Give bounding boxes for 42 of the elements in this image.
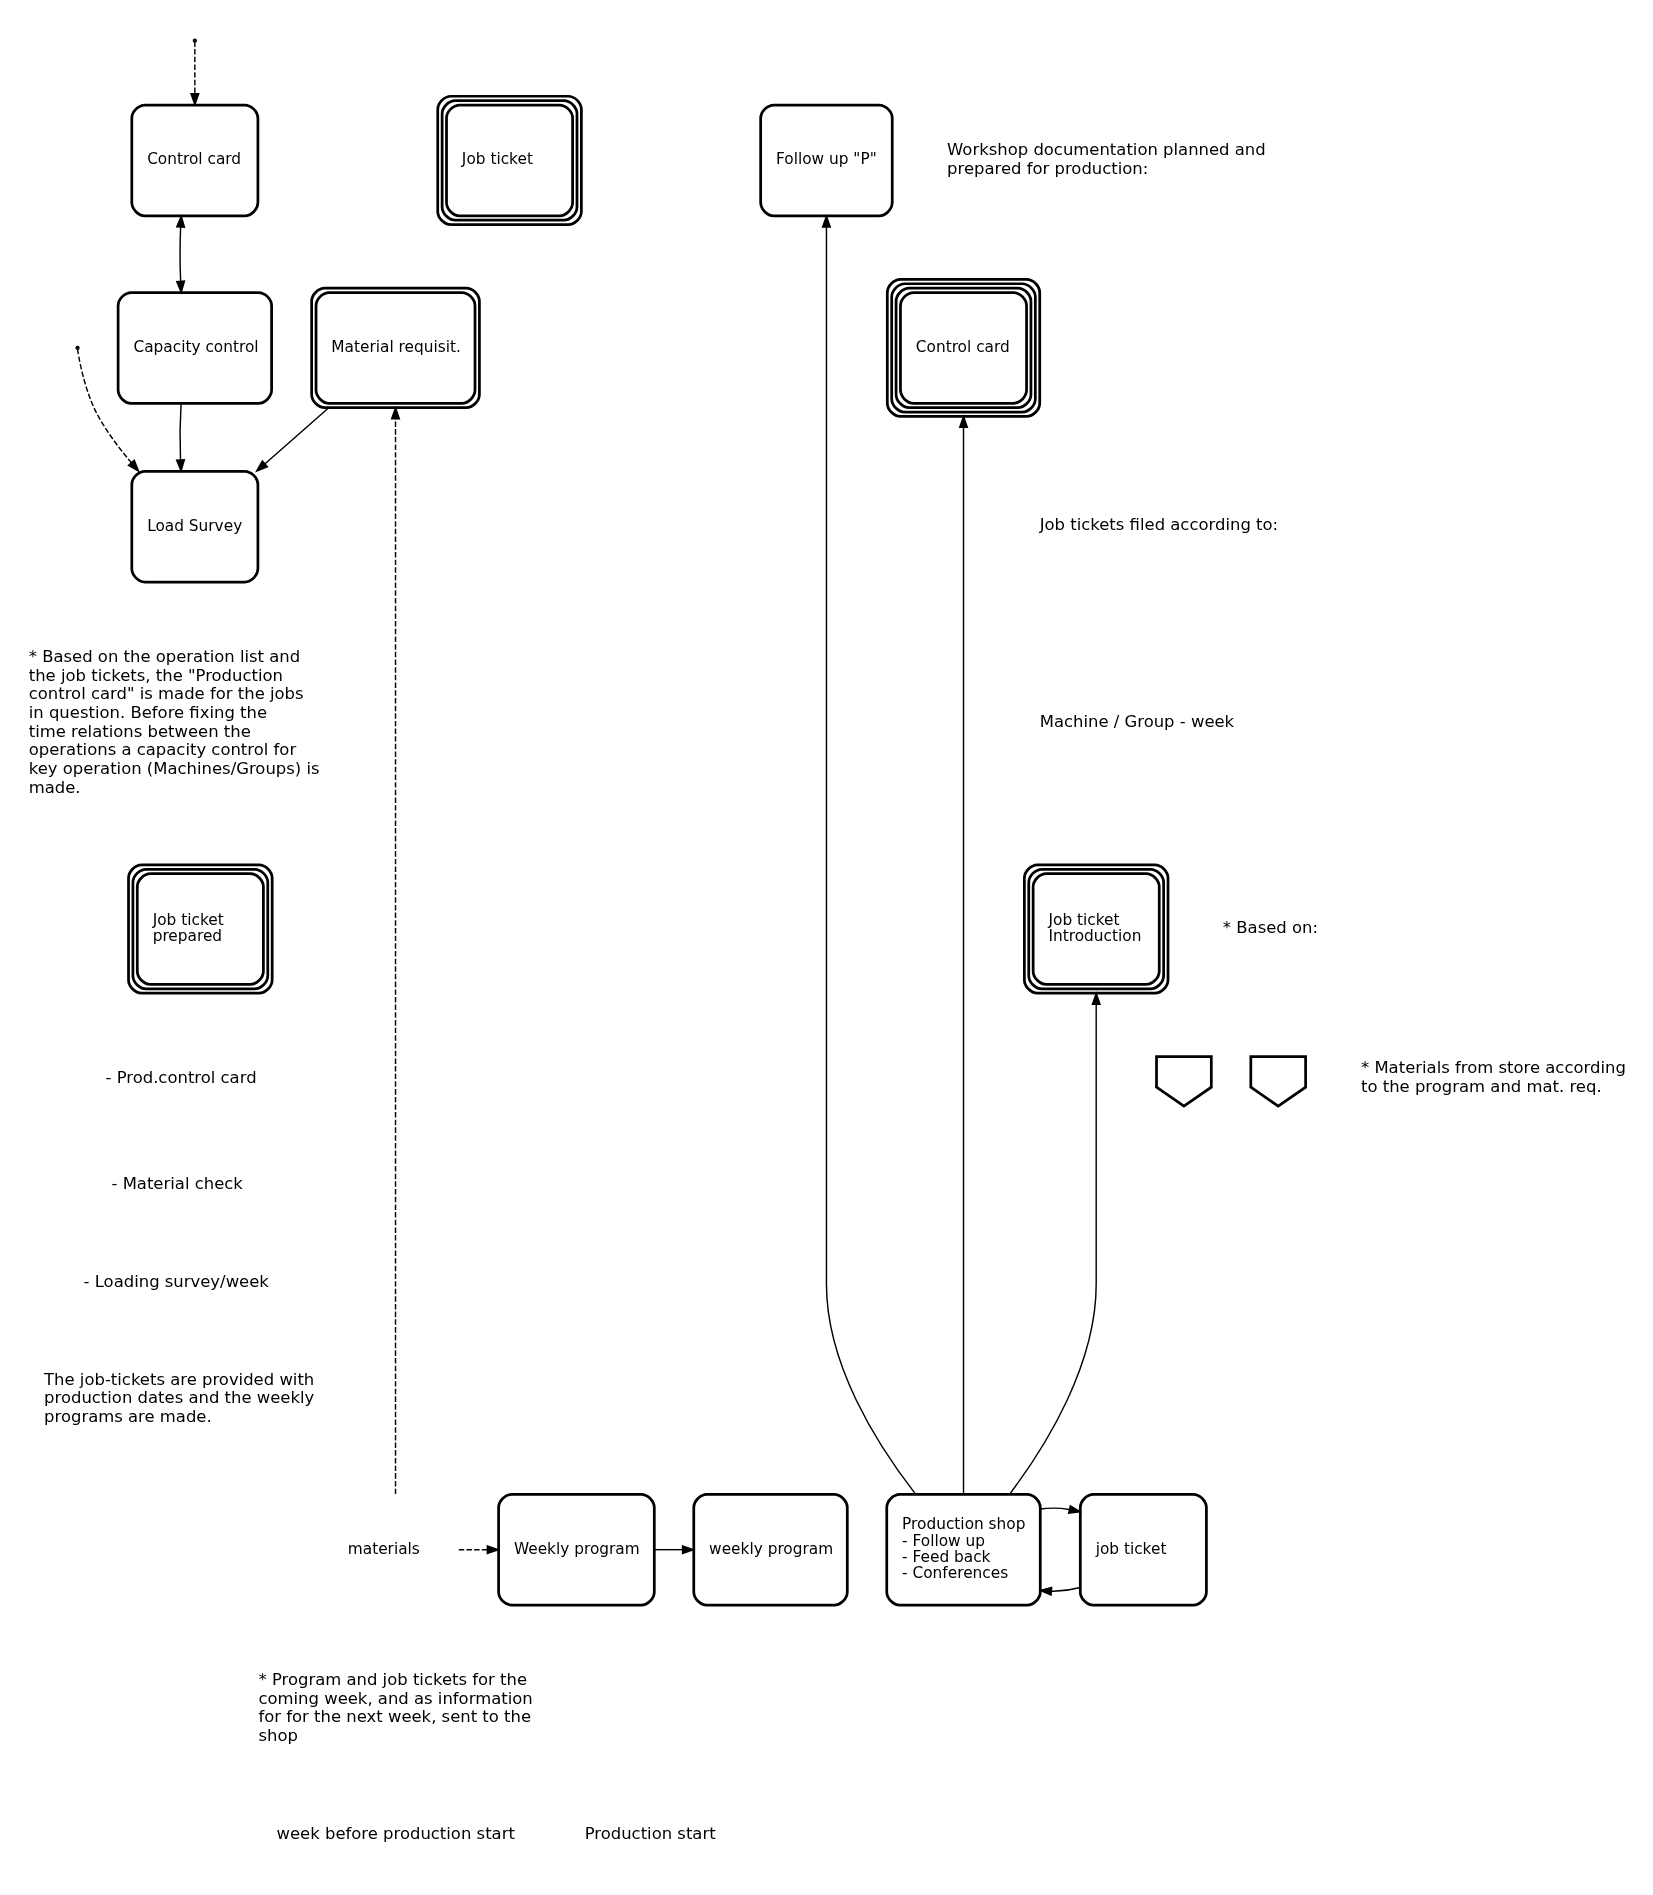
arrow [254,406,329,473]
label: * Based on the operation list and the job tickets, the "Production control card" is made for the jobs in question. Before fixing the time relations between the operations a capacity control for key operation (Machines/Groups) is made. [28,646,320,797]
node-box: Capacity control [116,290,273,405]
arrow [175,213,185,294]
arrow [390,405,400,1495]
label: Production start [584,1823,716,1843]
label: - Loading survey/week [83,1271,269,1291]
node-box: Job ticket [435,94,583,226]
arrow [457,1544,500,1555]
node-shield [1248,1054,1307,1108]
label: Workshop documentation planned and prepared for production: [946,139,1266,178]
arrow [1039,1504,1082,1514]
label: Job tickets filed according to: [1039,514,1278,534]
node-box: Weekly program [496,1492,656,1606]
node-box: Job ticket prepared [126,863,274,995]
label: The job-tickets are provided with production dates and the weekly programs are made. [43,1369,314,1426]
node-box: weekly program [691,1492,849,1606]
arrow [653,1544,696,1555]
arrow [1008,990,1101,1495]
label: week before production start [276,1823,515,1843]
label: * Based on: [1222,917,1318,937]
label: - Prod.control card [104,1067,257,1087]
node-box: Load Survey [129,469,259,583]
node-box: Control card [885,277,1041,418]
node-box: Job ticket Introduction [1022,863,1169,995]
arrow [821,213,916,1495]
node-box: Material requisit. [309,286,481,409]
node-text: materials [347,1539,420,1558]
arrow [189,40,200,107]
node-shield [1154,1054,1213,1108]
label: Machine / Group - week [1039,711,1234,731]
label: * Program and job tickets for the coming week, and as information for for the next week, sent to the shop [257,1669,533,1745]
node-box: Control card [129,103,259,217]
label: * Materials from store according to the program and mat. req. [1360,1057,1626,1096]
arrow [1037,1585,1081,1596]
label: - Material check [111,1173,243,1193]
node-box: Production shop - Follow up - Feed back - Conferences [884,1492,1042,1606]
arrow [958,413,968,1495]
arrow [175,402,185,473]
node-box: job ticket [1078,1492,1208,1606]
node-box: Follow up "P" [758,103,894,217]
arrow [76,347,140,473]
